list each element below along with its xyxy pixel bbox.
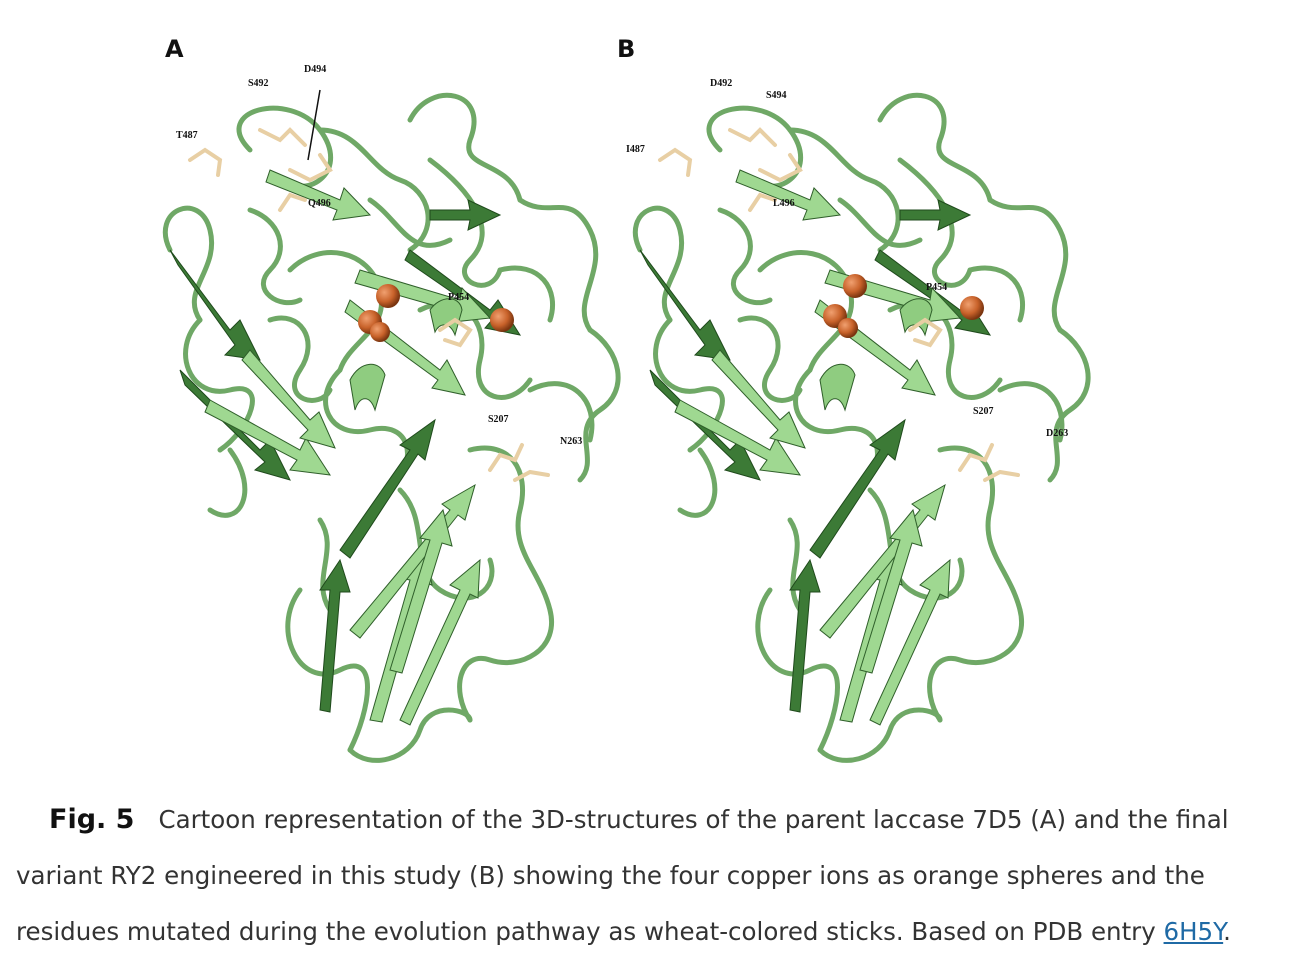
figure-label: Fig. 5 — [49, 804, 135, 835]
panel-b — [635, 95, 1088, 760]
residue-label: Q496 — [308, 198, 331, 209]
copper-ion — [838, 318, 858, 338]
copper-ion — [370, 322, 390, 342]
panel-a — [165, 89, 618, 760]
panel-letter-a: A — [165, 35, 184, 63]
residue-label: L496 — [773, 198, 795, 209]
panel-letter-b: B — [617, 35, 635, 63]
caption-end: . — [1223, 917, 1231, 946]
residue-label: D494 — [304, 64, 326, 75]
copper-ion — [490, 308, 514, 332]
figure-image: A T487 S492 D494 Q496 P454 S207 N263 B I… — [0, 35, 1292, 770]
residue-label: I487 — [626, 144, 645, 155]
residue-label: D492 — [710, 78, 732, 89]
pdb-entry-link[interactable]: 6H5Y — [1163, 917, 1224, 946]
residue-label: P454 — [448, 292, 469, 303]
residue-label: N263 — [560, 436, 582, 447]
copper-ion — [960, 296, 984, 320]
residue-label: D263 — [1046, 428, 1068, 439]
copper-ion — [843, 274, 867, 298]
residue-label: S494 — [766, 90, 787, 101]
caption-text: Cartoon representation of the 3D-structu… — [16, 805, 1229, 946]
residue-label: S207 — [973, 406, 994, 417]
residue-label: S207 — [488, 414, 509, 425]
residue-label: P454 — [926, 282, 947, 293]
residue-label: S492 — [248, 78, 269, 89]
copper-ion — [376, 284, 400, 308]
residue-label: T487 — [176, 130, 198, 141]
